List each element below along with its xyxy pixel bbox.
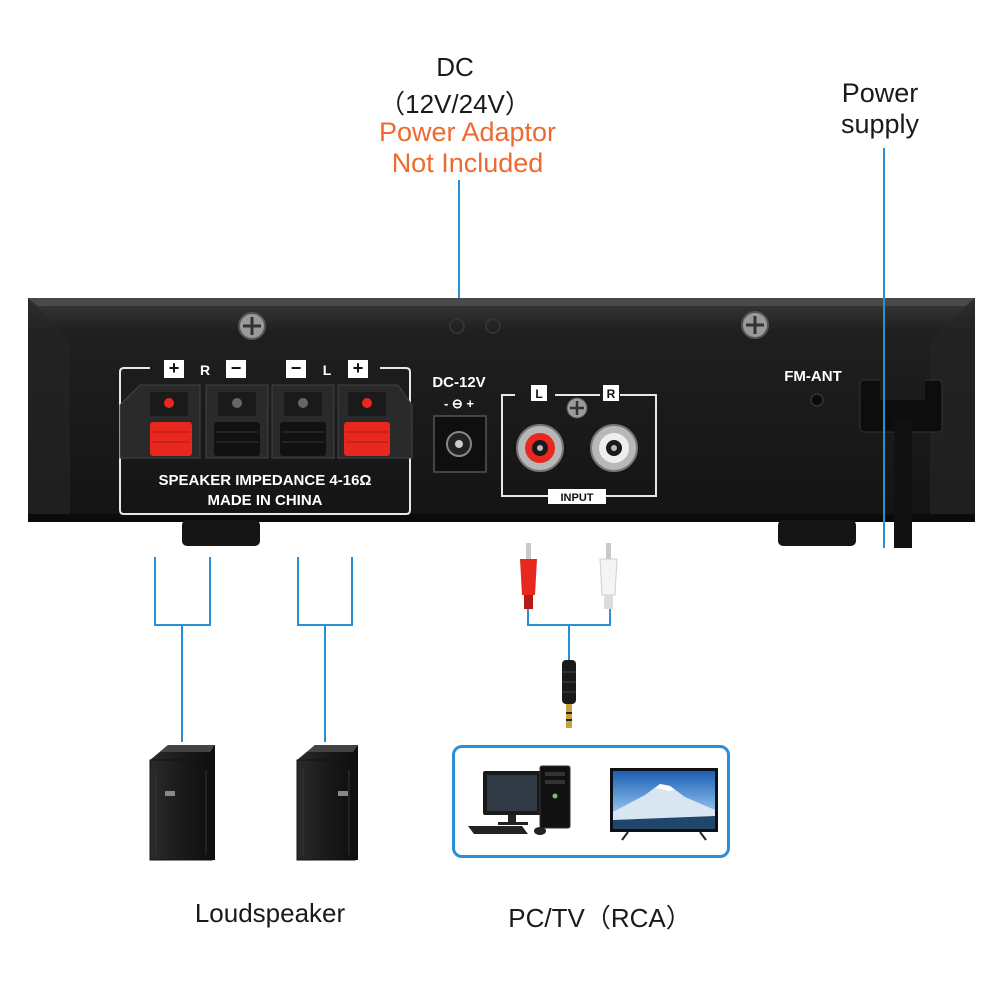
- speaker-connector-lines: [154, 557, 611, 742]
- power-supply-label-line1: Power: [841, 78, 919, 108]
- input-r-label: R: [607, 387, 616, 401]
- adaptor-warning-line2: Not Included: [391, 148, 544, 178]
- made-in-label: MADE IN CHINA: [208, 492, 323, 509]
- input-label: INPUT: [561, 492, 594, 504]
- source-devices-frame: [452, 745, 730, 858]
- speaker-terminal-icon: [271, 384, 335, 459]
- left-foot: [182, 520, 260, 546]
- input-r-badge: [603, 385, 619, 401]
- power-supply-label-line2: supply: [840, 109, 920, 139]
- right-minus-badge: [226, 360, 246, 378]
- right-channel-label: R: [200, 362, 210, 378]
- pc-tv-label: PC/TV（RCA）: [508, 903, 692, 933]
- tv-icon: [610, 768, 718, 841]
- right-minus-sign: −: [231, 358, 242, 378]
- left-plus-sign: +: [353, 358, 364, 378]
- fm-ant-label: FM-ANT: [784, 368, 841, 385]
- left-minus-badge: [286, 360, 306, 378]
- input-badge: [548, 489, 606, 504]
- screw-icon: [566, 397, 588, 419]
- dc-jack-label: DC-12V: [432, 374, 485, 391]
- right-plus-sign: +: [169, 358, 180, 378]
- fm-ant-socket: [810, 393, 824, 407]
- speaker-terminal-icon: [119, 384, 201, 459]
- dc-voltage-label: （12V/24V）: [379, 89, 531, 119]
- desktop-pc-icon: [468, 765, 571, 835]
- right-foot: [778, 520, 856, 546]
- dc-polarity-label: - ⊖ +: [444, 396, 474, 411]
- left-minus-sign: −: [291, 358, 302, 378]
- rca-jack-icon: [590, 424, 638, 472]
- panel-mark: [449, 318, 465, 334]
- power-cable-icon: [859, 378, 943, 548]
- left-channel-label: L: [323, 362, 332, 378]
- rca-jack-icon: [516, 424, 564, 472]
- left-plus-badge: [348, 360, 368, 378]
- right-plus-badge: [164, 360, 184, 378]
- screw-icon: [238, 312, 266, 340]
- impedance-label: SPEAKER IMPEDANCE 4-16Ω: [159, 472, 372, 489]
- dc-label: DC: [436, 52, 474, 82]
- loudspeaker-label: Loudspeaker: [194, 898, 346, 928]
- panel-mark: [485, 318, 501, 334]
- dc-jack-icon: [433, 415, 487, 473]
- rca-plug-icon: [599, 543, 618, 609]
- loudspeaker-icon: [149, 745, 215, 861]
- adaptor-warning-line1: Power Adaptor: [378, 117, 557, 147]
- screw-icon: [741, 311, 769, 339]
- input-l-badge: [531, 385, 547, 401]
- aux-plug-icon: [562, 660, 576, 728]
- speaker-terminal-icon: [205, 384, 269, 459]
- speaker-terminal-icon: [337, 384, 413, 459]
- loudspeaker-icon: [296, 745, 358, 861]
- rca-plug-icon: [520, 543, 537, 609]
- input-l-label: L: [535, 387, 542, 401]
